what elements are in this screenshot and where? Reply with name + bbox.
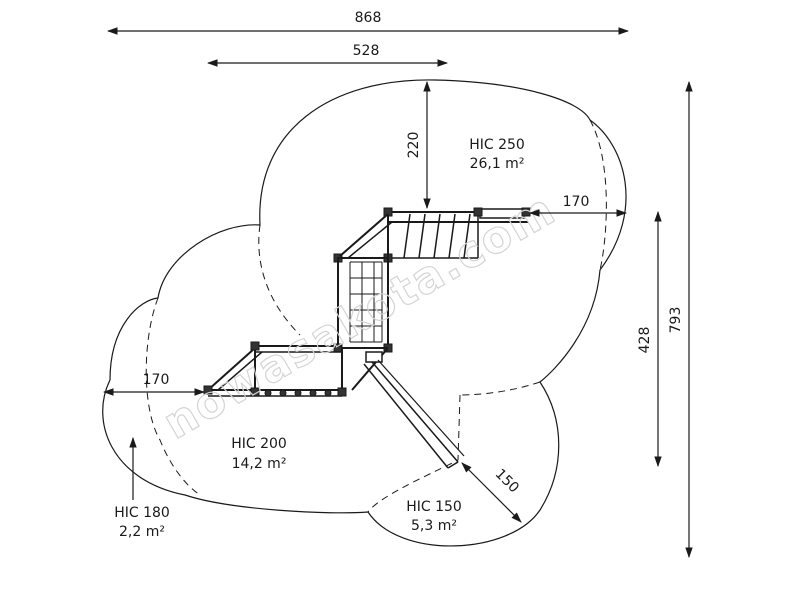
slide-clearance-arrow xyxy=(461,462,522,523)
hic150-height: HIC 150 xyxy=(406,499,462,515)
zone-boundaries xyxy=(145,119,607,513)
hic180-height: HIC 180 xyxy=(114,505,170,521)
slide-clearance-label: 150 xyxy=(492,466,522,496)
total-height-label: 793 xyxy=(668,307,684,334)
safety-zone-outline xyxy=(102,79,627,547)
inner-height-label: 428 xyxy=(637,327,653,354)
watermark: nowasakota.com xyxy=(155,184,565,450)
dimension-lines xyxy=(102,27,693,559)
right-clearance-label: 170 xyxy=(563,194,590,210)
play-structure xyxy=(203,207,531,469)
balance-bridge xyxy=(207,345,342,397)
top-clearance-label: 220 xyxy=(406,132,422,159)
hic200-height: HIC 200 xyxy=(231,436,287,452)
hic150-area: 5,3 m² xyxy=(411,518,457,534)
inner-width-label: 528 xyxy=(353,43,380,59)
hic180-area: 2,2 m² xyxy=(119,524,165,540)
hic200-area: 14,2 m² xyxy=(232,456,287,472)
left-clearance-label: 170 xyxy=(143,372,170,388)
slide xyxy=(363,359,465,469)
monkey-bars xyxy=(388,208,528,259)
total-width-label: 868 xyxy=(355,10,382,26)
hic250-area: 26,1 m² xyxy=(470,156,525,172)
hic250-height: HIC 250 xyxy=(469,137,525,153)
